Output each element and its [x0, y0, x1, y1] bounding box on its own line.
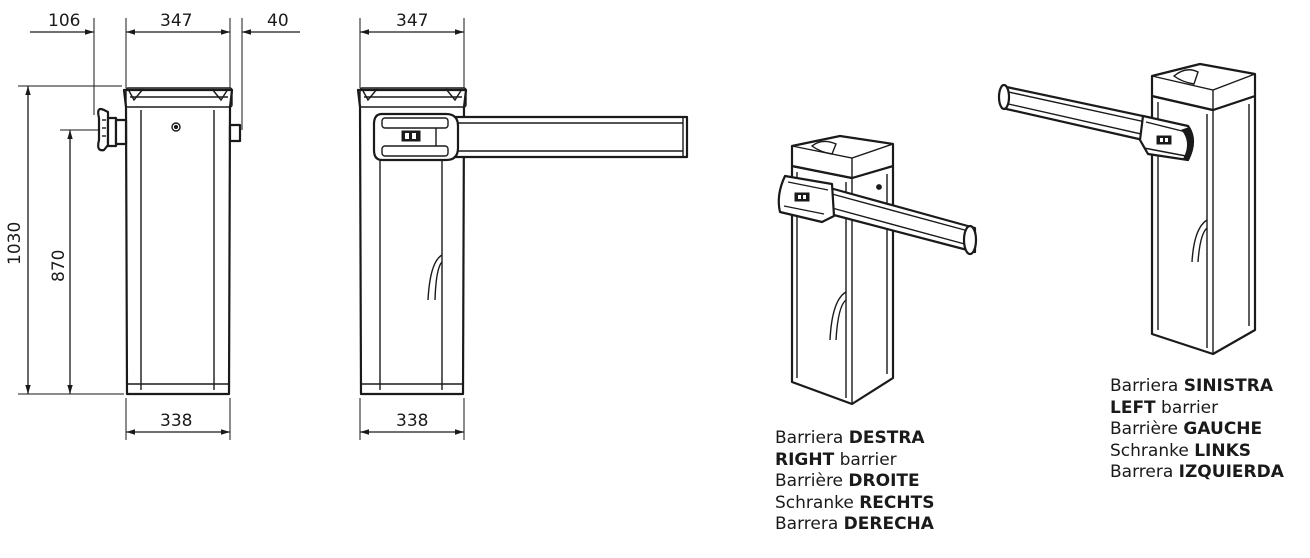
dim-label-870: 870	[49, 250, 69, 282]
caption-line: LEFT barrier	[1110, 398, 1284, 420]
caption-text: Barriera	[1110, 376, 1184, 396]
front-view: 106 347 40 1030 870 338	[5, 11, 300, 440]
right-barrier-illustration	[777, 134, 978, 406]
caption-line: Barrière GAUCHE	[1110, 419, 1284, 441]
dim-label-side-338: 338	[396, 411, 428, 431]
caption-line: Schranke LINKS	[1110, 441, 1284, 463]
caption-text: Barrera	[775, 514, 844, 534]
dim-label-1030: 1030	[5, 222, 25, 265]
dim-side-347: 347	[360, 11, 464, 35]
caption-text: barrier	[834, 449, 897, 470]
dim-label-front-347: 347	[160, 11, 192, 31]
caption-text: Schranke	[1110, 440, 1195, 461]
caption-bold: LINKS	[1194, 440, 1252, 461]
caption-bold: IZQUIERDA	[1178, 462, 1284, 482]
front-right-stub	[228, 123, 242, 143]
side-cabinet	[356, 87, 468, 396]
caption-line: Barriera DESTRA	[775, 428, 934, 450]
caption-text: Barrière	[775, 471, 849, 491]
caption-line: Barrera IZQUIERDA	[1110, 462, 1284, 484]
caption-bold: RECHTS	[859, 492, 935, 513]
dim-front-1030: 1030	[5, 86, 31, 394]
dim-label-side-347: 347	[396, 11, 428, 31]
dim-front-347: 347	[126, 11, 230, 35]
side-boom-arm	[372, 112, 689, 162]
caption-text: Barrera	[1110, 462, 1179, 482]
caption-bold: DERECHA	[843, 514, 934, 534]
front-cabinet	[122, 87, 234, 396]
dim-label-106: 106	[48, 11, 80, 31]
caption-line: Barriera SINISTRA	[1110, 376, 1284, 398]
caption-line: Schranke RECHTS	[775, 493, 934, 515]
dim-front-40: 40	[242, 11, 300, 35]
caption-bold: RIGHT	[775, 449, 835, 470]
front-arm-hub	[97, 107, 128, 152]
dim-label-front-338: 338	[160, 411, 192, 431]
dim-front-870: 870	[49, 130, 73, 394]
caption-line: Barrière DROITE	[775, 471, 934, 493]
right-barrier-caption: Barriera DESTRA RIGHT barrier Barrière D…	[775, 428, 934, 536]
dim-side-338: 338	[360, 411, 464, 435]
left-barrier-caption: Barriera SINISTRA LEFT barrier Barrière …	[1110, 376, 1284, 484]
dim-label-40: 40	[267, 11, 289, 31]
caption-text: barrier	[1155, 397, 1219, 418]
caption-bold: DROITE	[848, 471, 920, 491]
caption-line: Barrera DERECHA	[775, 514, 934, 536]
caption-line: RIGHT barrier	[775, 450, 934, 472]
caption-text: Barrière	[1110, 419, 1184, 439]
caption-bold: LEFT	[1110, 397, 1156, 418]
dim-front-338: 338	[126, 411, 230, 435]
caption-bold: GAUCHE	[1183, 419, 1263, 439]
dim-front-106: 106	[30, 11, 94, 35]
side-view: 347 338	[356, 11, 689, 440]
caption-bold: SINISTRA	[1183, 376, 1273, 396]
caption-text: Barriera	[775, 428, 849, 448]
left-barrier-illustration	[997, 62, 1257, 356]
caption-bold: DESTRA	[848, 428, 925, 448]
caption-text: Schranke	[775, 492, 860, 513]
